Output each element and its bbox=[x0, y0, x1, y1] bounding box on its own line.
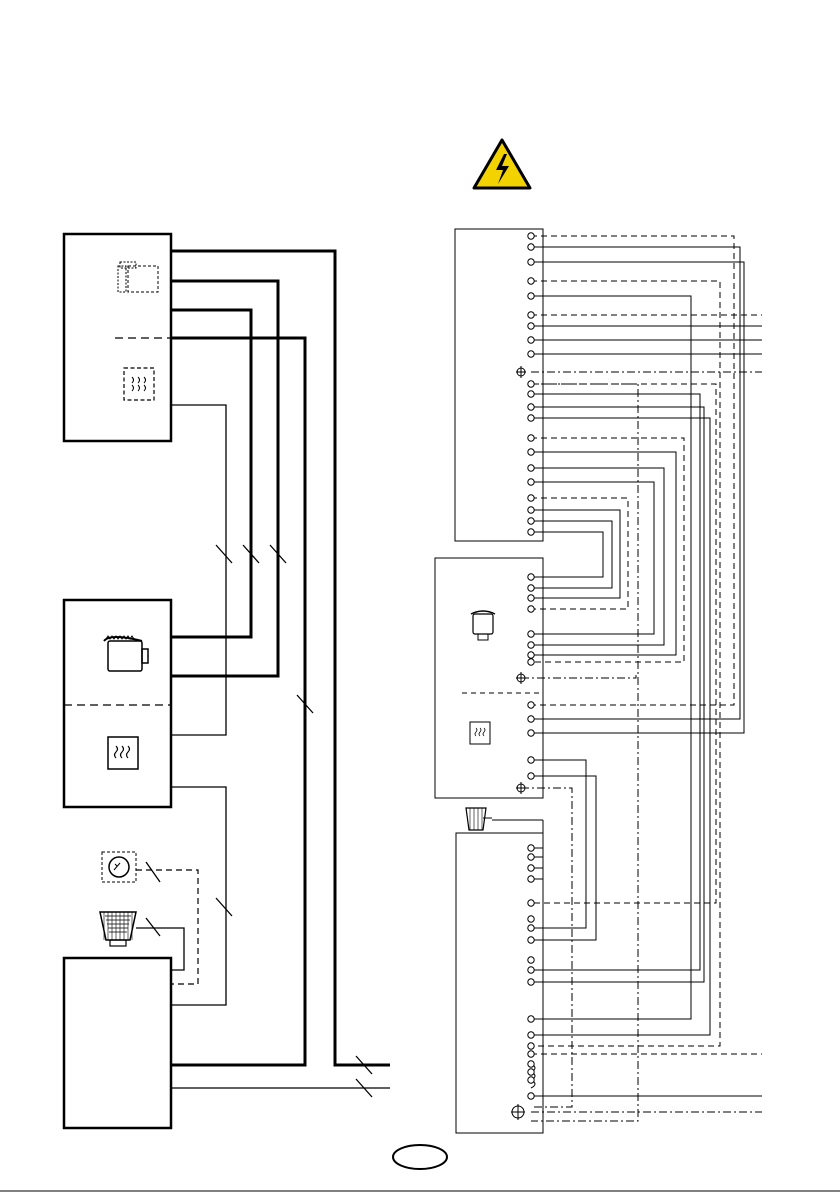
right-wiring-schematic bbox=[435, 229, 762, 1133]
terminal-point bbox=[528, 1032, 534, 1038]
terminal-point bbox=[528, 529, 534, 535]
terminal-point bbox=[528, 631, 534, 637]
page-label-oval bbox=[393, 1145, 447, 1169]
terminal-point bbox=[528, 854, 534, 860]
terminal-point bbox=[528, 925, 534, 931]
terminal-point bbox=[528, 259, 534, 265]
terminal-point bbox=[528, 876, 534, 882]
heater-element-icon bbox=[118, 262, 158, 292]
terminal-point bbox=[528, 391, 534, 397]
terminal-point bbox=[528, 312, 534, 318]
terminal-point bbox=[528, 937, 534, 943]
terminal-point bbox=[528, 507, 534, 513]
terminal-point bbox=[528, 916, 534, 922]
terminal-point bbox=[528, 351, 534, 357]
terminal-point bbox=[528, 415, 534, 421]
left-block-diagram bbox=[64, 234, 390, 1128]
unit-bottom-box bbox=[64, 958, 171, 1128]
terminal-point bbox=[528, 773, 534, 779]
terminal-point bbox=[528, 244, 534, 250]
terminal-point bbox=[528, 1093, 534, 1099]
terminal-points bbox=[528, 233, 534, 1099]
terminal-point bbox=[528, 1016, 534, 1022]
terminal-point bbox=[528, 716, 534, 722]
fan-motor-icon bbox=[466, 808, 492, 830]
terminal-point bbox=[528, 865, 534, 871]
heat-exchanger-icon bbox=[108, 737, 138, 769]
terminal-point bbox=[528, 293, 534, 299]
cable-break-marks bbox=[146, 545, 372, 1097]
terminal-point bbox=[528, 404, 534, 410]
terminal-point bbox=[528, 435, 534, 441]
heater-element-icon bbox=[104, 636, 148, 671]
ground-terminal-icon bbox=[511, 366, 526, 1120]
terminal-point bbox=[528, 381, 534, 387]
terminal-point bbox=[528, 479, 534, 485]
terminal-point bbox=[528, 979, 534, 985]
terminal-point bbox=[528, 233, 534, 239]
terminal-point bbox=[528, 465, 534, 471]
terminal-point bbox=[528, 659, 534, 665]
terminal-point bbox=[528, 642, 534, 648]
terminal-point bbox=[528, 702, 534, 708]
heater-element-icon bbox=[471, 611, 495, 640]
terminal-point bbox=[528, 449, 534, 455]
terminal-point bbox=[528, 757, 534, 763]
heat-exchanger-icon bbox=[470, 722, 490, 744]
terminal-point bbox=[528, 957, 534, 963]
terminal-point bbox=[528, 1051, 534, 1057]
terminal-point bbox=[528, 1043, 534, 1049]
terminal-point bbox=[528, 1069, 534, 1075]
unit-middle-box bbox=[64, 600, 171, 807]
terminal-point bbox=[528, 967, 534, 973]
terminal-point bbox=[528, 845, 534, 851]
terminal-point bbox=[528, 1061, 534, 1067]
terminal-point bbox=[528, 495, 534, 501]
terminal-point bbox=[528, 585, 534, 591]
control-dial-icon bbox=[102, 852, 136, 882]
heat-exchanger-icon bbox=[124, 368, 154, 400]
terminal-point bbox=[528, 518, 534, 524]
terminal-point bbox=[528, 606, 534, 612]
electrical-hazard-warning-icon bbox=[474, 140, 530, 188]
terminal-point bbox=[528, 337, 534, 343]
terminal-point bbox=[528, 278, 534, 284]
terminal-point bbox=[528, 574, 534, 580]
terminal-point bbox=[528, 1077, 534, 1083]
terminal-point bbox=[528, 595, 534, 601]
fan-motor-icon bbox=[100, 912, 136, 946]
terminal-point bbox=[528, 900, 534, 906]
terminal-point bbox=[528, 652, 534, 658]
terminal-point bbox=[528, 323, 534, 329]
terminal-point bbox=[528, 730, 534, 736]
